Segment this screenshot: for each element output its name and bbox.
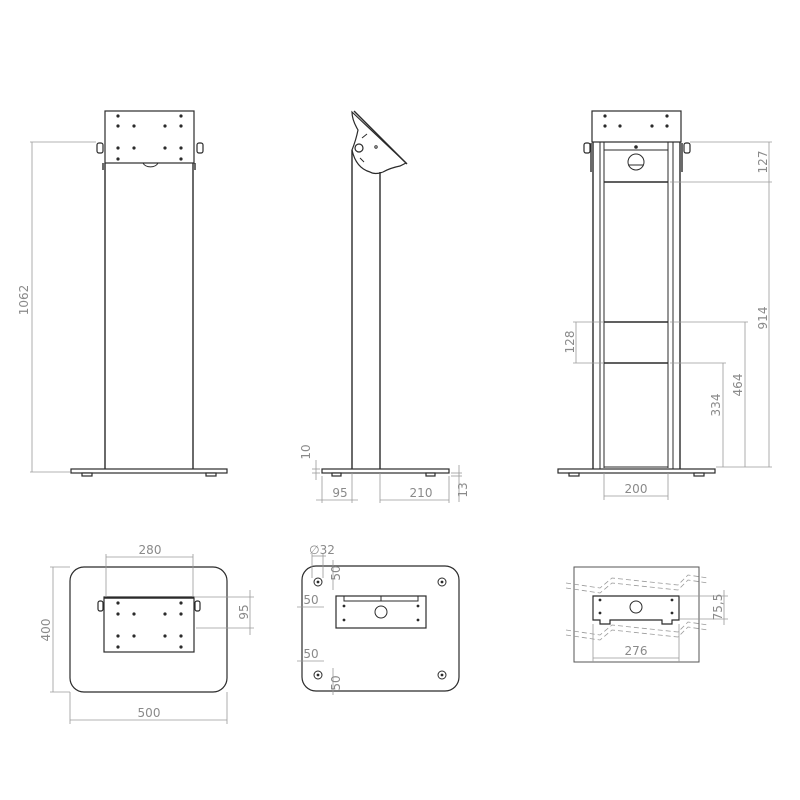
- rear-view: 127 914 464 334 128 200: [557, 110, 772, 500]
- dim-edge-top-50: 50: [329, 565, 343, 580]
- wing-nut-icon: [354, 143, 364, 153]
- front-view: 1062: [17, 110, 228, 477]
- wall-bracket: [592, 595, 680, 625]
- knob-icon: [583, 142, 591, 154]
- dim-edge-bottom-50: 50: [329, 675, 343, 690]
- side-base: [321, 468, 450, 474]
- tilt-bracket: [351, 110, 408, 175]
- cable-hole-icon: [627, 153, 645, 171]
- rear-base: [557, 468, 716, 474]
- dim-bracket-95: 95: [237, 604, 251, 619]
- dim-rear-210: 210: [410, 486, 433, 500]
- dim-base-500: 500: [138, 706, 161, 720]
- foot-icons: [313, 577, 447, 680]
- mounting-plate: [104, 110, 195, 164]
- dim-bracket-75-5: 75,5: [711, 594, 725, 621]
- top-view: 280 95 400 500: [39, 543, 254, 724]
- knob-icon: [194, 600, 201, 612]
- dim-base-400: 400: [39, 619, 53, 642]
- dim-334: 334: [709, 394, 723, 417]
- knob-icon: [97, 600, 104, 612]
- wall-section: [573, 566, 700, 663]
- knob-icon: [683, 142, 691, 154]
- dim-width-200: 200: [625, 482, 648, 496]
- dim-top-127: 127: [756, 151, 770, 174]
- dim-base-13: 13: [456, 482, 470, 497]
- dim-panel-128: 128: [563, 331, 577, 354]
- bottom-view: ∅32 50 50 50 50: [297, 543, 460, 695]
- dim-front-95: 95: [332, 486, 347, 500]
- dim-edge-left-50a: 50: [303, 593, 318, 607]
- dim-edge-left-50b: 50: [303, 647, 318, 661]
- dim-bracket-276: 276: [625, 644, 648, 658]
- dim-foot-10: 10: [299, 444, 313, 459]
- side-view: 10 13 95 210: [299, 110, 470, 503]
- bracket-top: [103, 596, 195, 653]
- wall-detail-view: 75,5 276: [565, 566, 728, 663]
- vesa-holes: [116, 114, 183, 161]
- base-plate: [70, 468, 228, 474]
- dim-height-1062: 1062: [17, 285, 31, 316]
- dim-column-914: 914: [756, 307, 770, 330]
- cable-hole-icon: [629, 600, 643, 614]
- knob-icon: [96, 142, 104, 154]
- dim-foot-diameter: ∅32: [309, 543, 335, 557]
- dim-bracket-280: 280: [139, 543, 162, 557]
- knob-icon: [196, 142, 204, 154]
- cable-hole-icon: [374, 605, 388, 619]
- dim-464: 464: [731, 374, 745, 397]
